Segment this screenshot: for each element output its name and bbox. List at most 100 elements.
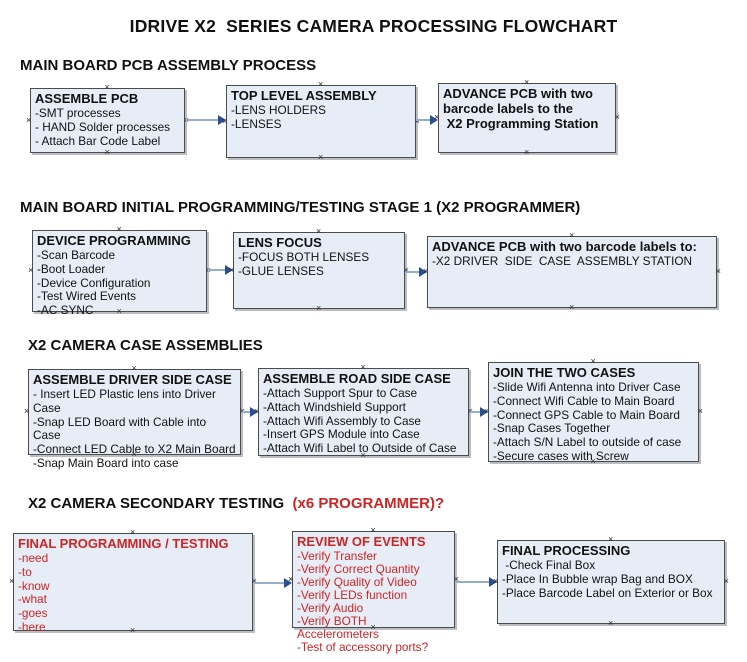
flow-arrow bbox=[406, 267, 427, 277]
arrow-head-icon bbox=[225, 265, 233, 275]
anchor-mark: × bbox=[316, 303, 322, 313]
box-item: -Verify Correct Quantity bbox=[297, 562, 420, 576]
flow-arrow bbox=[416, 115, 438, 125]
box-item: -Attach Wifi Label to Outside of Case bbox=[263, 441, 457, 456]
anchor-mark: × bbox=[28, 265, 34, 275]
box-item: - Insert LED Plastic lens into Driver Ca… bbox=[33, 387, 220, 415]
section-heading-red-part: (x6 PROGRAMMER)? bbox=[288, 495, 445, 512]
arrow-line bbox=[208, 269, 227, 271]
flow-arrow bbox=[456, 577, 497, 587]
box-title: DEVICE PROGRAMMING bbox=[37, 233, 191, 248]
box-item: -Verify BOTH Accelerometers bbox=[297, 614, 379, 641]
flow-box-lens-focus: × × × × LENS FOCUS -FOCUS BOTH LENSES -G… bbox=[229, 227, 409, 313]
arrow-head-icon bbox=[489, 577, 497, 587]
box-item: -need bbox=[18, 551, 49, 565]
box-title: LENS FOCUS bbox=[238, 235, 322, 250]
box-title: ADVANCE PCB with two bbox=[443, 86, 593, 101]
box-item: -Snap Cases Together bbox=[493, 421, 611, 436]
box-item: -Verify Audio bbox=[297, 601, 364, 615]
flow-box-device-programming: × × × × DEVICE PROGRAMMING -Scan Barcode… bbox=[28, 225, 211, 317]
box-item: -goes bbox=[18, 606, 48, 621]
flow-arrow bbox=[208, 265, 233, 275]
box-item: - Attach Bar Code Label bbox=[35, 133, 161, 148]
flow-box-final-processing: × × × × FINAL PROCESSING -Check Final Bo… bbox=[493, 535, 729, 628]
box-item: -Secure cases with Screw bbox=[493, 448, 629, 463]
box-item: -Attach Wifi Assembly to Case bbox=[263, 413, 421, 428]
arrow-line bbox=[186, 119, 220, 121]
arrow-head-icon bbox=[218, 115, 226, 125]
page-title: IDRIVE X2 SERIES CAMERA PROCESSING FLOWC… bbox=[129, 16, 618, 36]
box-item: -Attach S/N Label to outside of case bbox=[493, 435, 682, 450]
arrow-head-icon bbox=[250, 407, 258, 417]
box-item: -Check Final Box bbox=[502, 558, 596, 572]
arrow-head-icon bbox=[284, 578, 292, 588]
arrow-line bbox=[416, 119, 432, 121]
flow-box-review-of-events: × × × × REVIEW OF EVENTS -Verify Transfe… bbox=[288, 526, 459, 654]
flow-arrow bbox=[254, 578, 292, 588]
box-title: FINAL PROGRAMMING / TESTING bbox=[18, 536, 229, 551]
flow-box-top-level-assembly: × × × × TOP LEVEL ASSEMBLY -LENS HOLDERS… bbox=[222, 80, 420, 162]
box-item: - HAND Solder processes bbox=[35, 119, 171, 134]
anchor-mark: × bbox=[608, 618, 614, 628]
arrow-head-icon bbox=[419, 267, 427, 277]
box-item: -Scan Barcode bbox=[37, 248, 116, 262]
flow-box-advance-pcb-programming-station: × × × × ADVANCE PCB with two barcode lab… bbox=[434, 78, 620, 157]
section-heading-secondary-testing: X2 CAMERA SECONDARY TESTING (x6 PROGRAMM… bbox=[28, 495, 444, 512]
anchor-mark: × bbox=[104, 147, 110, 157]
box-title: REVIEW OF EVENTS bbox=[297, 534, 426, 549]
box-item: -Test Wired Events bbox=[37, 289, 136, 304]
flow-box-assemble-pcb: × × × × ASSEMBLE PCB -SMT processes - HA… bbox=[26, 83, 189, 157]
box-item: -Verify Quality of Video bbox=[297, 575, 417, 589]
box-item: -what bbox=[18, 592, 47, 607]
box-title: FINAL PROCESSING bbox=[502, 543, 631, 558]
box-item: -Verify Transfer bbox=[297, 549, 377, 563]
box-item: -LENSES bbox=[231, 116, 282, 131]
box-item: -GLUE LENSES bbox=[238, 263, 324, 278]
flow-arrow bbox=[470, 407, 488, 417]
section-heading-pcb-assembly: MAIN BOARD PCB ASSEMBLY PROCESS bbox=[20, 57, 317, 74]
box-item: -Connect LED Cable to X2 Main Board bbox=[33, 442, 236, 457]
anchor-mark: × bbox=[26, 114, 32, 125]
box-item: -Test of accessory ports? bbox=[297, 640, 429, 654]
anchor-mark: × bbox=[24, 406, 30, 416]
box-item: -Insert GPS Module into Case bbox=[263, 427, 420, 442]
arrow-line bbox=[470, 411, 482, 413]
box-item: -Verify LEDs function bbox=[297, 588, 408, 602]
box-title: JOIN THE TWO CASES bbox=[493, 365, 636, 380]
box-item: -Connect GPS Cable to Main Board bbox=[493, 407, 680, 422]
box-title: ASSEMBLE PCB bbox=[35, 91, 139, 106]
box-item: -know bbox=[18, 578, 50, 593]
box-item: -Connect Wifi Cable to Main Board bbox=[493, 393, 675, 408]
box-item: -here bbox=[18, 619, 46, 634]
box-title: ASSEMBLE ROAD SIDE CASE bbox=[263, 371, 451, 386]
box-title: ASSEMBLE DRIVER SIDE CASE bbox=[33, 372, 232, 387]
box-title: X2 Programming Station bbox=[443, 116, 599, 131]
flow-box-assemble-driver-side-case: × × × × ASSEMBLE DRIVER SIDE CASE - Inse… bbox=[24, 364, 245, 470]
arrow-line bbox=[254, 582, 286, 584]
flow-box-join-the-two-cases: × × × × JOIN THE TWO CASES -Slide Wifi A… bbox=[484, 357, 703, 466]
box-item: -FOCUS BOTH LENSES bbox=[238, 250, 370, 264]
box-item: -to bbox=[18, 564, 32, 579]
box-item: -LENS HOLDERS bbox=[231, 103, 327, 117]
box-item: -X2 DRIVER SIDE CASE ASSEMBLY STATION bbox=[432, 254, 693, 268]
box-item: -Slide Wifi Antenna into Driver Case bbox=[493, 380, 681, 394]
box-item: -Device Configuration bbox=[37, 275, 151, 290]
anchor-mark: × bbox=[715, 266, 721, 276]
anchor-mark: × bbox=[569, 302, 575, 312]
anchor-mark: × bbox=[723, 576, 729, 586]
arrow-line bbox=[456, 581, 491, 583]
box-title: ADVANCE PCB with two barcode labels to: bbox=[432, 239, 697, 254]
flow-box-advance-pcb-driver-side-station: × × × × ADVANCE PCB with two barcode lab… bbox=[423, 231, 721, 312]
box-item: -Snap LED Board with Cable into Case bbox=[33, 414, 210, 443]
anchor-mark: × bbox=[524, 147, 530, 157]
box-item: -Place In Bubble wrap Bag and BOX bbox=[502, 571, 693, 586]
flow-arrow bbox=[186, 115, 226, 125]
section-heading-black-part: X2 CAMERA SECONDARY TESTING bbox=[28, 495, 289, 512]
box-item: -AC SYNC bbox=[37, 303, 94, 318]
flow-box-final-programming-testing: × × × × FINAL PROGRAMMING / TESTING -nee… bbox=[9, 528, 257, 635]
anchor-mark: × bbox=[9, 576, 15, 586]
anchor-mark: × bbox=[614, 112, 620, 122]
flow-box-assemble-road-side-case: × × × × ASSEMBLE ROAD SIDE CASE -Attach … bbox=[254, 363, 473, 460]
arrow-head-icon bbox=[430, 115, 438, 125]
